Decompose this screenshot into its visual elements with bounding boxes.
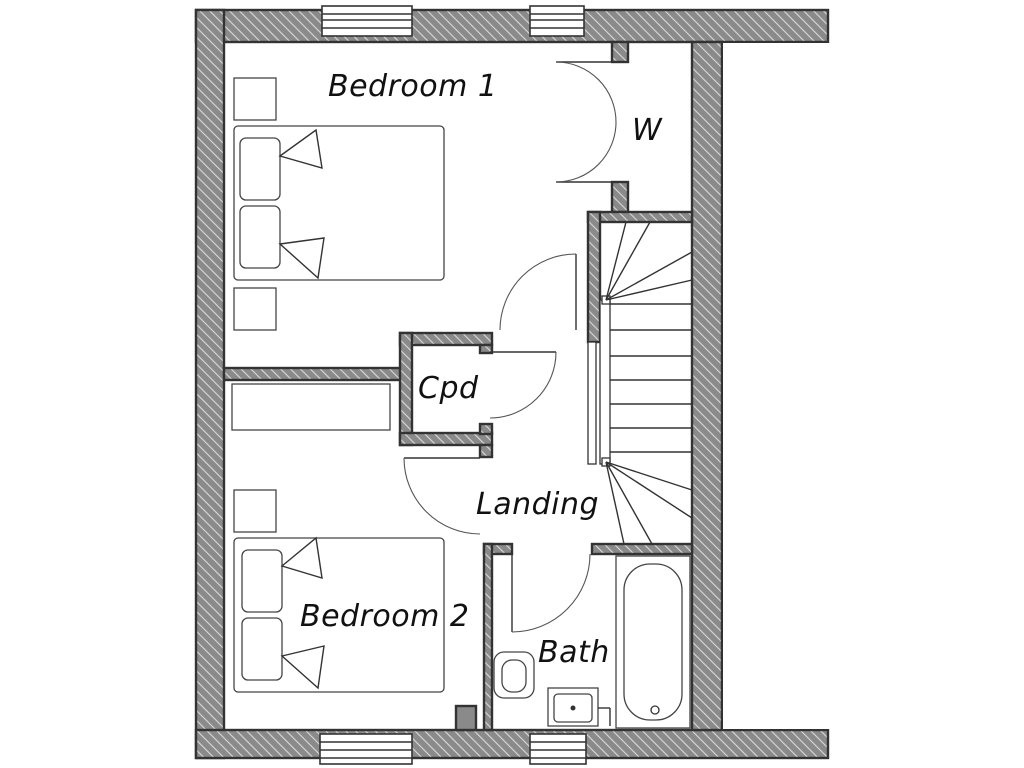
wall-stair-top xyxy=(586,210,694,224)
interior-walls xyxy=(222,40,694,732)
room-labels: Bedroom 1 W Cpd Landing Bedroom 2 Bath xyxy=(300,69,663,670)
label-wardrobe: W xyxy=(632,113,663,148)
bedroom1-furniture xyxy=(233,77,445,331)
label-bedroom-1: Bedroom 1 xyxy=(328,69,497,104)
window-bottom-left xyxy=(319,733,413,765)
exterior-walls xyxy=(194,8,833,760)
wall-bed-divider xyxy=(222,366,404,382)
windows xyxy=(319,5,587,765)
wall-top xyxy=(194,8,830,44)
bedside-table-1b xyxy=(233,287,277,331)
wardrobe-doors xyxy=(555,61,617,183)
bedside-table-1a xyxy=(233,77,277,121)
bathroom-door xyxy=(511,553,591,633)
wall-cupboard-top xyxy=(398,331,494,347)
wall-left xyxy=(194,8,226,760)
bedroom2-furniture xyxy=(231,383,445,693)
wall-bottom xyxy=(194,728,830,760)
wall-stair-left xyxy=(586,210,602,344)
pillow-1b xyxy=(239,205,281,269)
label-bathroom: Bath xyxy=(538,635,610,670)
cupboard-door xyxy=(489,351,557,419)
staircase xyxy=(587,221,693,545)
wall-right xyxy=(690,40,724,732)
label-landing: Landing xyxy=(476,487,599,522)
window-top-left xyxy=(321,5,413,37)
bedside-table-2 xyxy=(233,489,277,533)
wall-wardrobe-top xyxy=(610,40,630,64)
label-bedroom-2: Bedroom 2 xyxy=(300,599,469,634)
pillow-2a xyxy=(241,549,283,613)
label-cupboard: Cpd xyxy=(418,371,479,406)
window-bottom-right xyxy=(529,733,587,765)
radiator-block xyxy=(454,704,478,732)
bathroom-fittings xyxy=(493,555,691,729)
bath-drain-icon xyxy=(650,705,660,715)
pillow-1a xyxy=(239,137,281,201)
pillow-2b xyxy=(241,617,283,681)
bedroom2-door xyxy=(403,457,481,535)
double-bed-1 xyxy=(233,125,445,281)
wall-wardrobe-bottom xyxy=(610,180,630,214)
window-top-right xyxy=(529,5,585,37)
wall-cupboard-left xyxy=(398,331,414,447)
desk xyxy=(231,383,391,431)
wall-bath-top xyxy=(590,542,694,556)
bedroom1-door xyxy=(499,253,577,331)
stair-rail xyxy=(599,299,611,465)
wall-cupboard-bottom xyxy=(398,431,494,447)
double-bed-2 xyxy=(233,537,445,693)
